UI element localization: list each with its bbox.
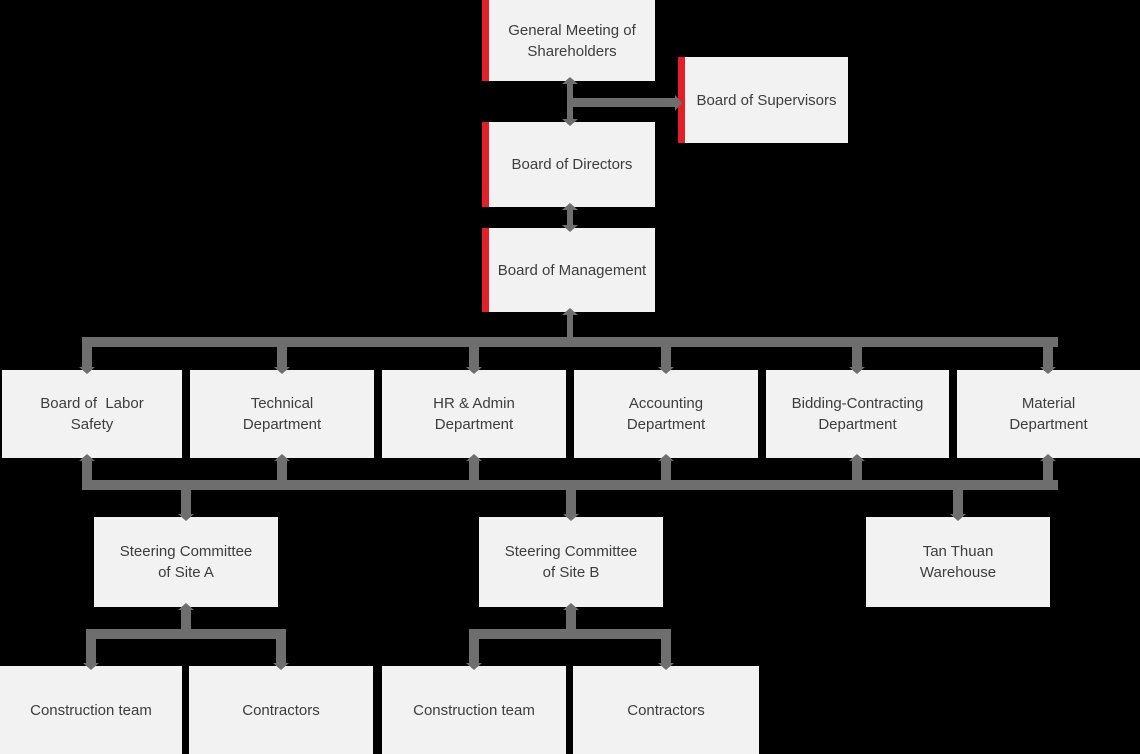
- org-node-label: HR & Admin Department: [433, 395, 515, 433]
- connector-bus-labor-safety: [79, 347, 95, 374]
- connector-labor-safety-lower-bus: [79, 454, 95, 480]
- org-node-label: Tan Thuan Warehouse: [919, 543, 997, 581]
- connector-bus-bidding: [849, 347, 865, 374]
- org-node-label: Steering Committee of Site A: [119, 543, 253, 581]
- org-node-site-a-contractors: Contractors: [189, 666, 373, 754]
- org-node-label: Board of Supervisors: [696, 91, 837, 109]
- org-node-bidding-contracting-department: Bidding-Contracting Department: [766, 370, 949, 458]
- org-node-board-of-management: Board of Management: [482, 228, 655, 312]
- org-node-label: Material Department: [1009, 395, 1088, 433]
- connector-site-b-construction: [466, 639, 482, 670]
- connector-bidding-lower-bus: [849, 454, 865, 480]
- org-node-board-of-directors: Board of Directors: [482, 122, 655, 207]
- org-node-label: Board of Management: [497, 261, 647, 279]
- connector-site-a-bus: [86, 629, 286, 639]
- org-node-material-department: Material Department: [957, 370, 1140, 458]
- connector-management-bus: [562, 308, 578, 337]
- connector-material-lower-bus: [1040, 454, 1056, 480]
- org-node-label: Contractors: [242, 701, 320, 719]
- connector-top-bus: [82, 337, 1058, 347]
- connector-site-a-construction: [83, 639, 99, 670]
- org-node-label: Board of Directors: [511, 156, 633, 173]
- connector-lower-bus-site-b: [563, 490, 579, 521]
- connector-supervisors-branch: [570, 94, 682, 111]
- org-node-site-a-construction-team: Construction team: [0, 666, 182, 754]
- connector-lower-bus: [82, 480, 1058, 490]
- org-node-hr-admin-department: HR & Admin Department: [382, 370, 566, 458]
- connector-bus-material: [1040, 347, 1056, 374]
- org-node-board-of-labor-safety: Board of Labor Safety: [2, 370, 182, 458]
- org-node-label: Contractors: [627, 701, 705, 719]
- connector-bus-accounting: [658, 347, 674, 374]
- org-node-label: Steering Committee of Site B: [504, 543, 638, 581]
- org-node-steering-committee-site-b: Steering Committee of Site B: [479, 517, 663, 607]
- connector-site-b-subbus: [563, 603, 579, 629]
- connector-hr-admin-lower-bus: [466, 454, 482, 480]
- connector-site-a-subbus: [178, 603, 194, 629]
- connector-bus-hr-admin: [466, 347, 482, 374]
- connector-accounting-lower-bus: [658, 454, 674, 480]
- org-node-label: Construction team: [413, 701, 535, 719]
- connector-directors-management: [562, 203, 578, 232]
- connector-bus-technical: [274, 347, 290, 374]
- org-node-label: Bidding-Contracting Department: [791, 395, 924, 433]
- org-node-board-of-supervisors: Board of Supervisors: [678, 57, 848, 143]
- connector-site-a-contractors: [273, 639, 289, 670]
- connector-lower-bus-warehouse: [950, 490, 966, 521]
- org-node-site-b-contractors: Contractors: [573, 666, 759, 754]
- org-node-label: General Meeting of Shareholders: [508, 21, 636, 60]
- connector-site-b-contractors: [658, 639, 674, 670]
- connector-lower-bus-site-a: [178, 490, 194, 521]
- org-node-label: Construction team: [30, 701, 152, 719]
- org-node-steering-committee-site-a: Steering Committee of Site A: [94, 517, 278, 607]
- org-node-technical-department: Technical Department: [190, 370, 374, 458]
- connector-technical-lower-bus: [274, 454, 290, 480]
- org-node-label: Accounting Department: [626, 395, 706, 433]
- org-node-site-b-construction-team: Construction team: [382, 666, 566, 754]
- org-node-general-meeting-of-shareholders: General Meeting of Shareholders: [482, 0, 655, 81]
- org-node-accounting-department: Accounting Department: [574, 370, 758, 458]
- org-node-label: Technical Department: [242, 395, 322, 433]
- org-node-tan-thuan-warehouse: Tan Thuan Warehouse: [866, 517, 1050, 607]
- connector-site-b-bus: [469, 629, 671, 639]
- org-node-label: Board of Labor Safety: [40, 395, 144, 433]
